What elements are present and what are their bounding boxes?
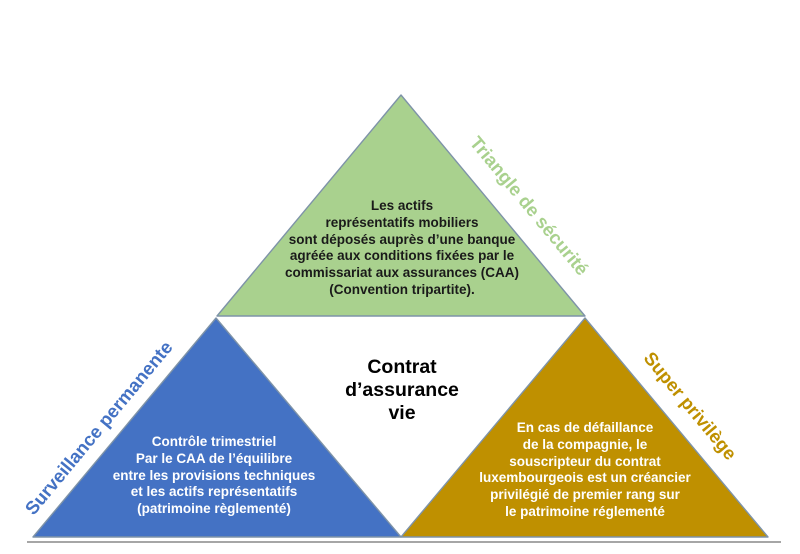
- surveillance-triangle-shape: [32, 317, 402, 538]
- surveillance-triangle-text: Contrôle trimestriel Par le CAA de l’équ…: [112, 434, 316, 517]
- super-privilege-triangle-text: En cas de défaillance de la compagnie, l…: [479, 420, 691, 519]
- security-triangle-shape: [216, 94, 586, 317]
- contract-title: Contrat d’assurance vie: [345, 356, 459, 424]
- super-privilege-triangle-shape: [400, 317, 769, 538]
- security-triangle-text: Les actifs représentatifs mobiliers sont…: [284, 198, 520, 297]
